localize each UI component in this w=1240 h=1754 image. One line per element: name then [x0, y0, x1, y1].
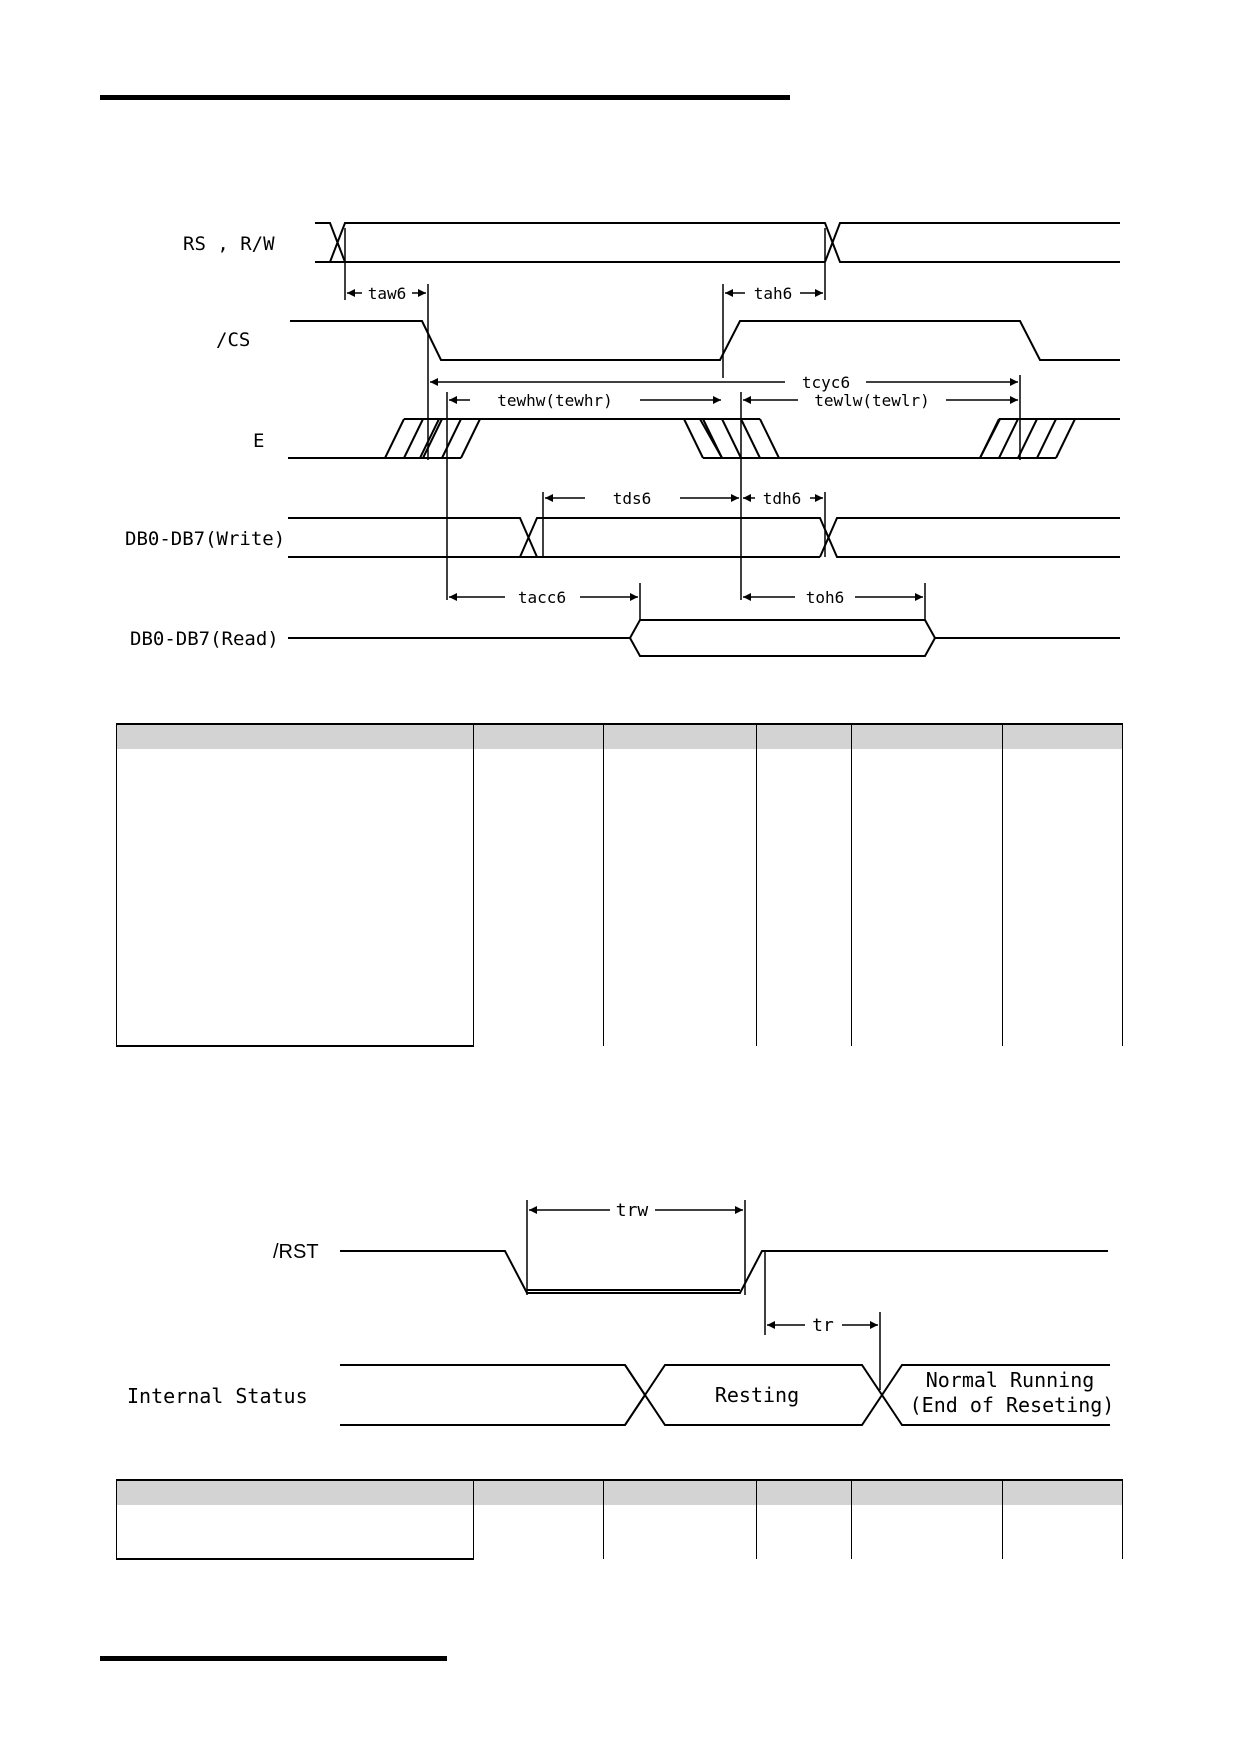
label-tewhw: tewhw(tewhr) — [497, 391, 613, 410]
label-toh6: toh6 — [806, 588, 845, 607]
label-tacc6: tacc6 — [518, 588, 566, 607]
label-tewlw: tewlw(tewlr) — [814, 391, 930, 410]
table-header-cell — [473, 1479, 604, 1505]
footer-rule — [100, 1656, 447, 1661]
signal-rst-label: /RST — [273, 1241, 319, 1263]
table-row — [116, 1505, 1123, 1560]
table-cell — [603, 749, 757, 966]
table-cell — [116, 966, 474, 1047]
table-cell — [1002, 966, 1123, 1046]
table-header-cell — [473, 723, 604, 749]
table-header-cell — [851, 1479, 1003, 1505]
parallel-interface-timing-diagram: RS , R/W /CS E DB0-DB7(Write) DB0-DB7(Re… — [125, 222, 1120, 657]
table-header-cell — [1002, 723, 1123, 749]
end-of-reseting-label: (End of Reseting) — [910, 1393, 1115, 1417]
table-header-cell — [1002, 1479, 1123, 1505]
signal-db-read-label: DB0-DB7(Read) — [130, 628, 279, 650]
table-header-cell — [756, 1479, 852, 1505]
table-header-row — [116, 1479, 1123, 1505]
table-header-cell — [603, 723, 757, 749]
signal-cs-label: /CS — [216, 329, 250, 351]
table-row — [116, 966, 1123, 1047]
table-cell — [851, 966, 1003, 1046]
table-header-cell — [756, 723, 852, 749]
table-cell — [851, 749, 1003, 966]
signal-db-write-label: DB0-DB7(Write) — [125, 528, 285, 550]
table-cell — [473, 749, 604, 966]
resetting-state-label: Resting — [715, 1383, 799, 1407]
normal-running-label: Normal Running — [926, 1368, 1095, 1392]
table-row — [116, 749, 1123, 966]
label-tcyc6: tcyc6 — [802, 373, 850, 392]
table-cell — [1002, 749, 1123, 966]
reset-parameter-table — [116, 1479, 1123, 1560]
table-cell — [851, 1505, 1003, 1559]
table-cell — [473, 1505, 604, 1559]
header-rule — [100, 95, 790, 100]
label-tdh6: tdh6 — [763, 489, 802, 508]
label-tah6: tah6 — [754, 284, 793, 303]
signal-rs-rw-label: RS , R/W — [183, 233, 275, 255]
label-tr: tr — [812, 1315, 834, 1336]
table-cell — [473, 966, 604, 1046]
table-header-row — [116, 723, 1123, 749]
table-cell — [756, 749, 852, 966]
table-header-cell — [603, 1479, 757, 1505]
table-header-cell — [116, 1479, 474, 1505]
table-cell — [1002, 1505, 1123, 1559]
signal-e-label: E — [253, 430, 264, 452]
table-cell — [756, 1505, 852, 1559]
timing-parameter-table — [116, 723, 1123, 1047]
table-cell — [756, 966, 852, 1046]
label-tds6: tds6 — [613, 489, 652, 508]
table-header-cell — [116, 723, 474, 749]
table-header-cell — [851, 723, 1003, 749]
table-cell — [603, 1505, 757, 1559]
signal-internal-status-label: Internal Status — [127, 1384, 308, 1408]
label-trw: trw — [616, 1200, 649, 1221]
label-taw6: taw6 — [368, 284, 407, 303]
table-cell — [116, 749, 474, 966]
table-cell — [603, 966, 757, 1046]
table-cell — [116, 1505, 474, 1560]
